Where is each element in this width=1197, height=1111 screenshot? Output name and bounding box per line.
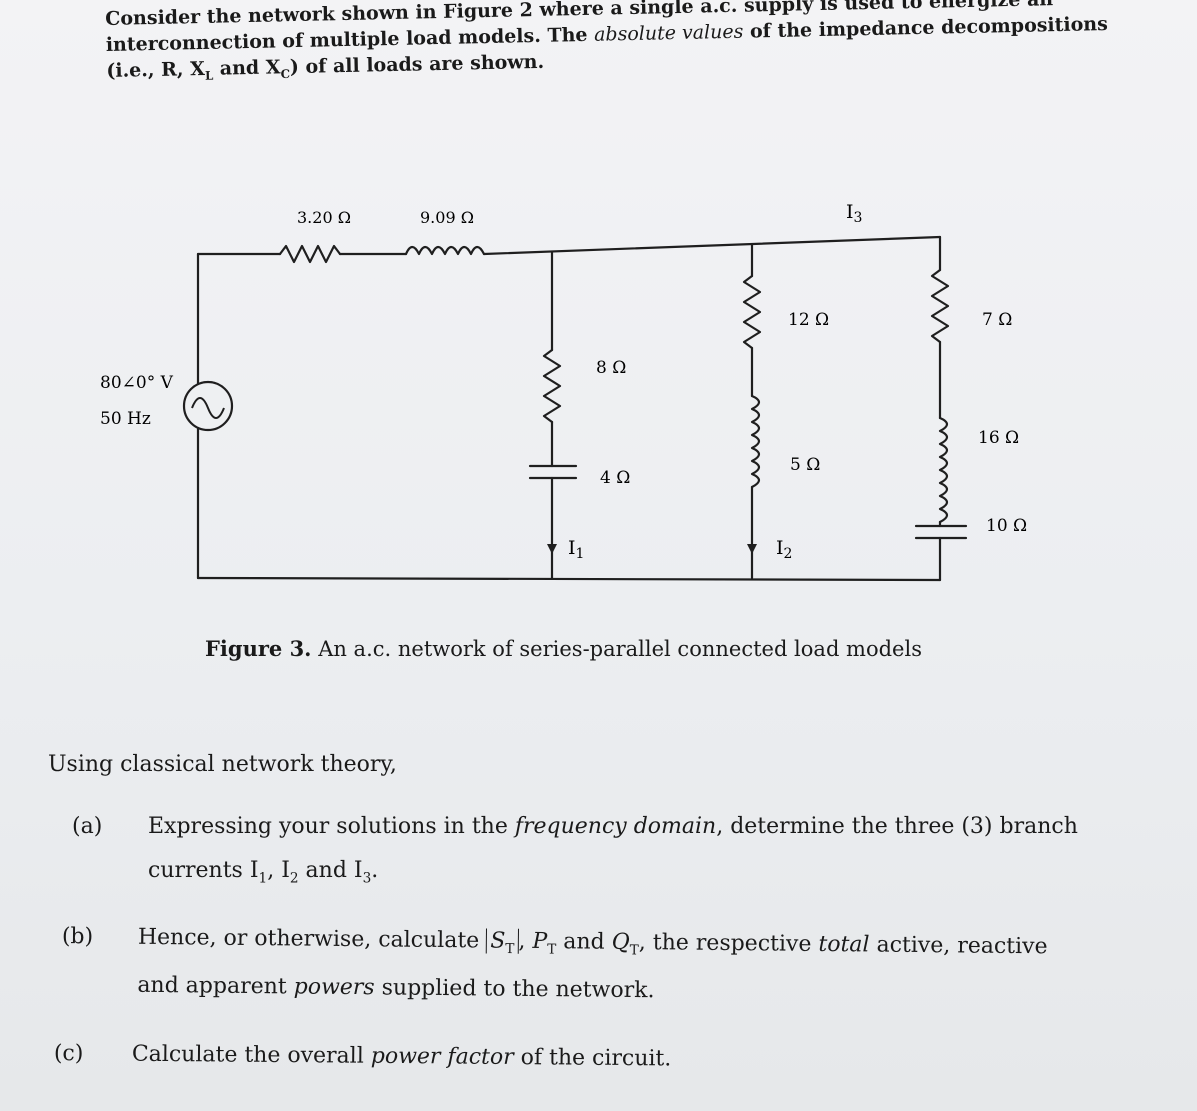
figure-caption: Figure 3. An a.c. network of series-para… — [205, 636, 922, 661]
branch3-resistor — [930, 268, 950, 344]
figure-label: Figure 3. — [205, 636, 312, 661]
intro-emphasis: absolute values — [593, 20, 744, 46]
circuit-diagram: 80∠0° V 50 Hz 3.20 Ω 9.09 Ω 8 Ω 4 Ω 12 Ω… — [100, 201, 1027, 582]
branch2-inductor — [750, 394, 761, 489]
branch2-resistor — [742, 274, 762, 350]
branch1-capacitor-label: 4 Ω — [600, 468, 630, 488]
question-b-text: Hence, or otherwise, calculate ST, PT an… — [137, 924, 1048, 1004]
series-resistor-label: 3.20 Ω — [297, 208, 351, 227]
intro-paragraph: Consider the network shown in Figure 2 w… — [105, 0, 1108, 86]
lead-sentence: Using classical network theory, — [48, 752, 397, 777]
question-c-text: Calculate the overall power factor of th… — [131, 1041, 672, 1072]
question-c-tag: (c) — [53, 1041, 84, 1067]
branch3-resistor-label: 7 Ω — [982, 310, 1012, 330]
branch2-resistor-label: 12 Ω — [788, 310, 829, 330]
apparent-power-magnitude: ST — [486, 928, 519, 957]
bottom-wire — [196, 576, 942, 582]
question-a-tag: (a) — [72, 814, 103, 839]
question-a-text: Expressing your solutions in the frequen… — [148, 814, 1078, 887]
i3-label: I3 — [846, 201, 862, 226]
series-inductor — [404, 245, 486, 256]
i2-arrow-icon — [747, 544, 757, 554]
series-resistor — [278, 244, 342, 264]
i1-arrow-icon — [547, 544, 557, 554]
branch2-inductor-label: 5 Ω — [790, 455, 820, 475]
source-frequency-label: 50 Hz — [100, 409, 151, 429]
i1-label: I1 — [568, 537, 584, 562]
question-b-emphasis: total — [818, 931, 870, 958]
question-c-emphasis: power factor — [370, 1043, 514, 1071]
series-inductor-label: 9.09 Ω — [420, 208, 474, 227]
branch1-resistor-label: 8 Ω — [596, 358, 626, 378]
ac-source-circle — [182, 380, 234, 432]
branch3-capacitor-label: 10 Ω — [986, 516, 1027, 536]
i2-label: I2 — [776, 537, 792, 562]
source-voltage-label: 80∠0° V — [100, 373, 174, 393]
branch3-inductor — [938, 416, 949, 524]
figure-caption-text: An a.c. network of series-parallel conne… — [318, 637, 922, 661]
question-a-emphasis: frequency domain — [514, 814, 717, 839]
ac-source-sine-icon — [191, 397, 225, 419]
branch1-resistor — [542, 348, 562, 424]
question-b-tag: (b) — [61, 924, 94, 950]
branch3-inductor-label: 16 Ω — [978, 428, 1019, 448]
